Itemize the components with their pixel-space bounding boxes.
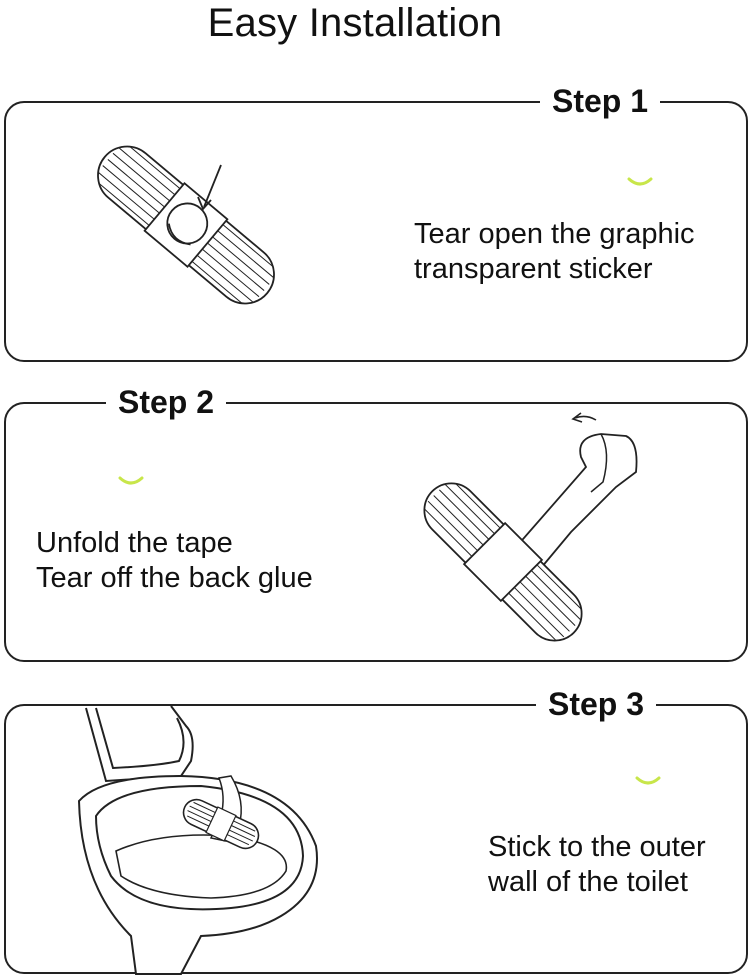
toilet-bowl-illustration (77, 705, 318, 975)
step-2-line-1: Unfold the tape (36, 527, 233, 559)
step-3-line-2: wall of the toilet (488, 866, 688, 898)
step-2-label: Step 2 (106, 384, 227, 420)
step-3-panel: Step 3 Stick to the outer wall of the to… (4, 686, 748, 975)
step-2-line-2: Tear off the back glue (36, 562, 313, 594)
tape-unfold-illustration (422, 412, 638, 643)
step-1-line-1: Tear open the graphic (414, 218, 695, 250)
sticker-tear-illustration (92, 140, 280, 310)
step-1-line-2: transparent sticker (414, 253, 653, 285)
accent-mark-icon (627, 177, 653, 186)
step-3-line-1: Stick to the outer (488, 831, 706, 863)
step-3-instructions: Stick to the outer wall of the toilet (488, 830, 706, 900)
accent-mark-icon (635, 776, 661, 785)
step-1-panel: Step 1 Tear open the graphic transparent… (4, 83, 748, 362)
step-2-instructions: Unfold the tape Tear off the back glue (36, 526, 313, 596)
step-2-panel: Step 2 Unfold the tape Tear off the back… (4, 384, 748, 662)
step-1-label: Step 1 (539, 83, 660, 119)
step-3-label: Step 3 (535, 686, 656, 722)
step-1-instructions: Tear open the graphic transparent sticke… (414, 217, 695, 287)
accent-mark-icon (118, 476, 144, 485)
page-title: Easy Installation (207, 1, 503, 45)
